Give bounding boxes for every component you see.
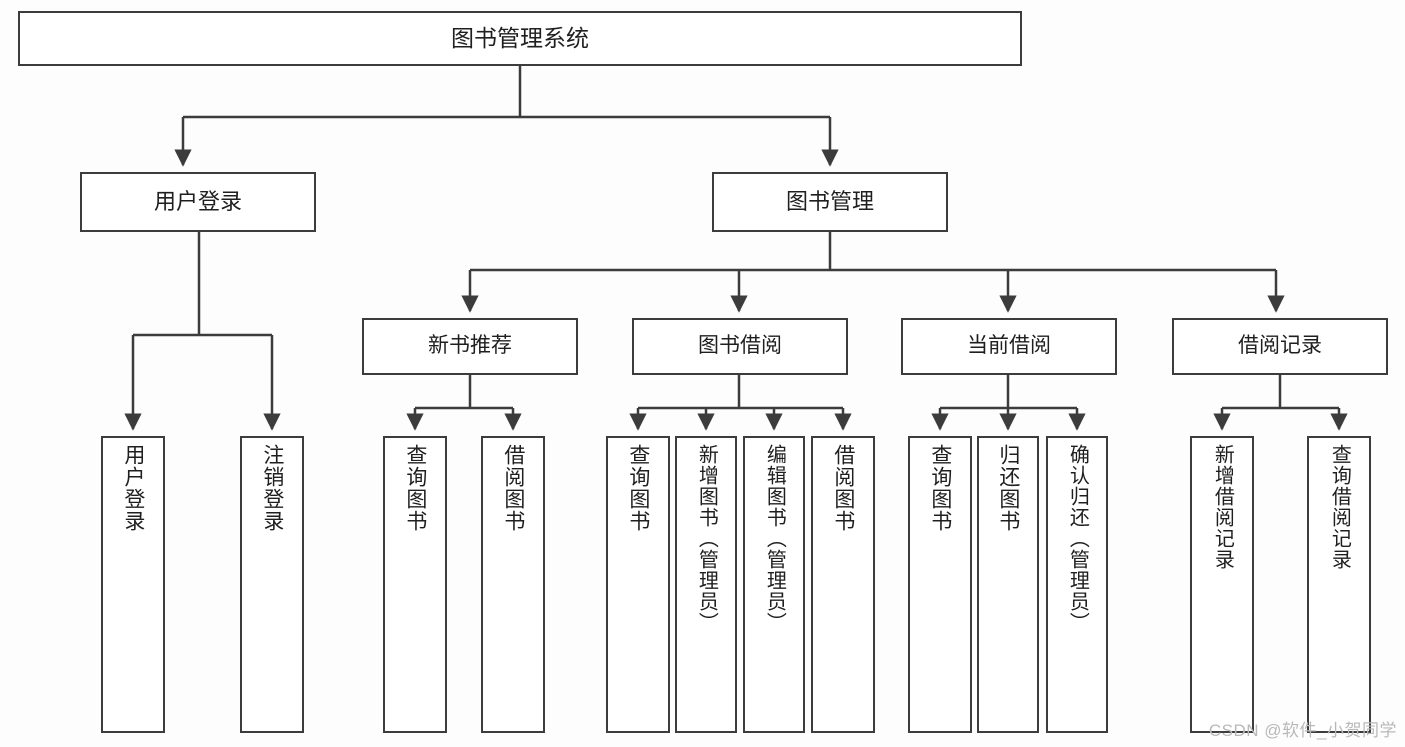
leaf-book-borrow-add-admin[interactable]: 新增图书（管理员） — [675, 436, 737, 733]
node-label: 当前借阅 — [967, 334, 1051, 358]
node-label: 新增借阅记录 — [1211, 444, 1234, 570]
node-label: 查询图书 — [403, 444, 427, 532]
node-new-book-recommend[interactable]: 新书推荐 — [362, 318, 578, 375]
leaf-new-book-borrow[interactable]: 借阅图书 — [481, 436, 545, 733]
node-label: 注销登录 — [260, 444, 284, 532]
node-label: 图书管理系统 — [451, 25, 589, 52]
leaf-borrow-record-add[interactable]: 新增借阅记录 — [1190, 436, 1254, 733]
node-user-login[interactable]: 用户登录 — [80, 172, 316, 232]
leaf-current-borrow-confirm-return-admin[interactable]: 确认归还（管理员） — [1046, 436, 1108, 733]
node-borrow-record[interactable]: 借阅记录 — [1172, 318, 1388, 375]
leaf-current-borrow-return[interactable]: 归还图书 — [977, 436, 1039, 733]
leaf-user-login-signout[interactable]: 注销登录 — [240, 436, 304, 733]
leaf-borrow-record-query[interactable]: 查询借阅记录 — [1307, 436, 1371, 733]
node-label: 图书管理 — [785, 189, 874, 215]
node-current-borrow[interactable]: 当前借阅 — [901, 318, 1117, 375]
leaf-book-borrow-query[interactable]: 查询图书 — [606, 436, 670, 733]
node-label: 借阅记录 — [1238, 334, 1322, 358]
node-label: 查询图书 — [626, 444, 650, 532]
node-label: 借阅图书 — [831, 444, 855, 532]
node-label: 查询借阅记录 — [1328, 444, 1351, 570]
node-label: 用户登录 — [121, 444, 145, 532]
node-book-management[interactable]: 图书管理 — [712, 172, 948, 232]
leaf-new-book-query[interactable]: 查询图书 — [383, 436, 447, 733]
leaf-book-borrow-borrow[interactable]: 借阅图书 — [811, 436, 875, 733]
node-label: 图书借阅 — [698, 334, 782, 358]
node-label: 确认归还（管理员） — [1066, 444, 1089, 633]
node-label: 用户登录 — [153, 189, 242, 215]
node-label: 新书推荐 — [428, 334, 512, 358]
node-label: 编辑图书（管理员） — [763, 444, 786, 633]
leaf-current-borrow-query[interactable]: 查询图书 — [908, 436, 972, 733]
node-label: 归还图书 — [996, 444, 1020, 532]
node-label: 借阅图书 — [501, 444, 525, 532]
leaf-book-borrow-edit-admin[interactable]: 编辑图书（管理员） — [743, 436, 805, 733]
node-label: 新增图书（管理员） — [695, 444, 718, 633]
node-label: 查询图书 — [928, 444, 952, 532]
leaf-user-login-signin[interactable]: 用户登录 — [101, 436, 165, 733]
node-book-borrow[interactable]: 图书借阅 — [632, 318, 848, 375]
watermark-text: CSDN @软件_小贺同学 — [1208, 721, 1397, 740]
node-root-book-management-system[interactable]: 图书管理系统 — [18, 11, 1022, 66]
